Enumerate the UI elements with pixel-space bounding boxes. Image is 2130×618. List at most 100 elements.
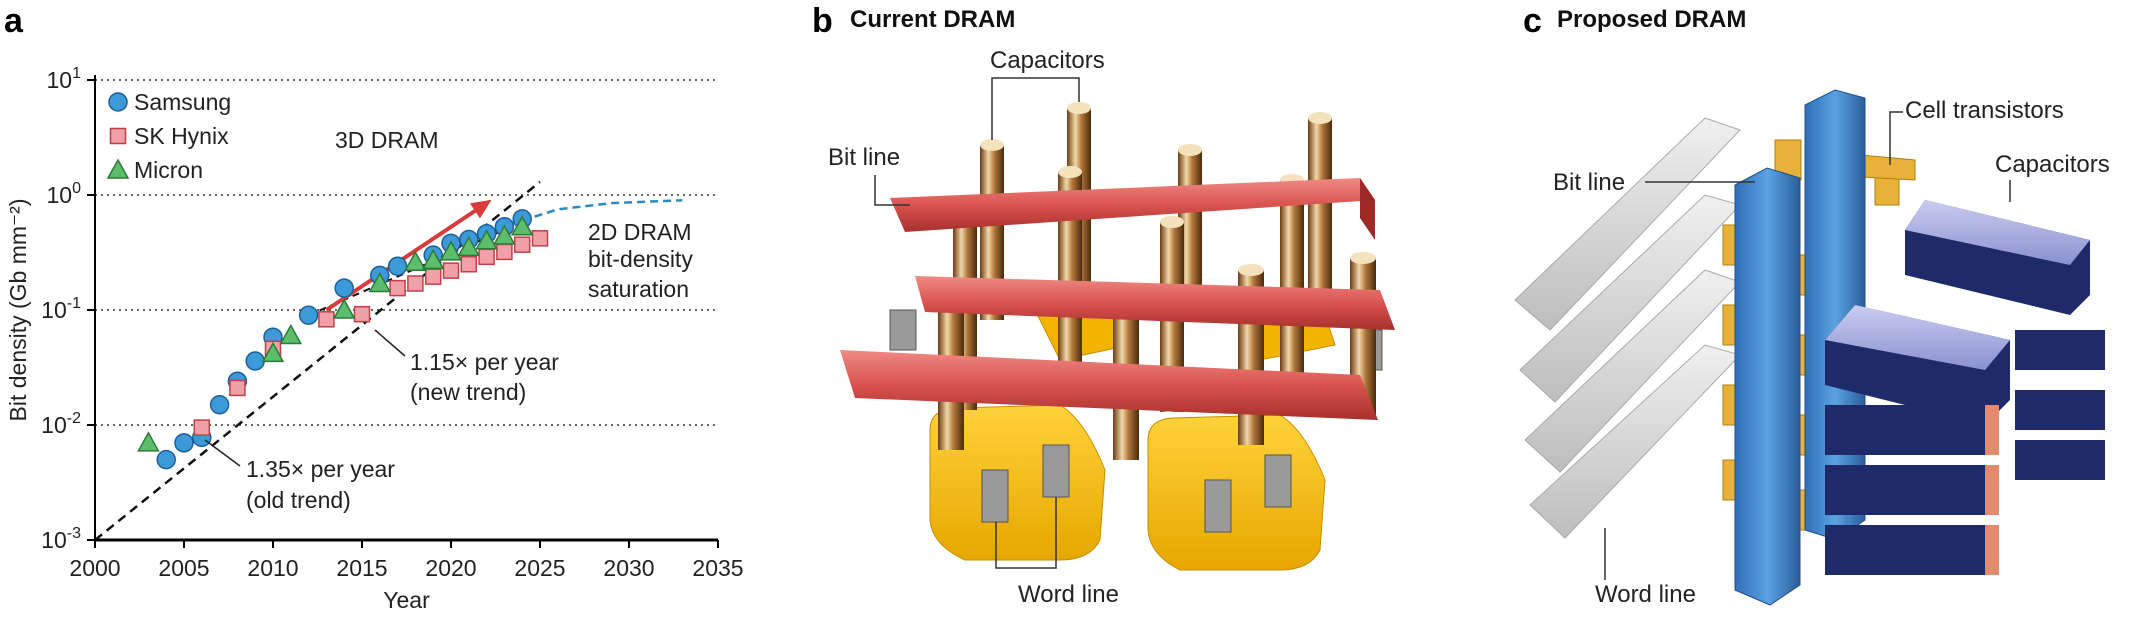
y-tick-base: 10	[47, 67, 73, 93]
panel-title-c: Proposed DRAM	[1557, 6, 1747, 33]
callout-bit-line: Bit line	[828, 144, 910, 206]
y-tick-label: 10-2	[41, 410, 81, 438]
samsung-point	[387, 256, 408, 277]
y-tick-exponent: 1	[72, 65, 81, 82]
old-trend-label: 1.35× per year	[246, 456, 395, 482]
y-tick-label: 10-1	[41, 295, 81, 323]
sk-hynix-point	[513, 236, 531, 253]
sk-hynix-point	[442, 262, 460, 279]
y-tick-exponent: -3	[67, 525, 81, 542]
sk-hynix-point	[478, 248, 495, 266]
y-tick-exponent: -1	[67, 295, 81, 312]
panel-c: c Proposed DRAM	[1505, 0, 2130, 613]
y-tick-base: 10	[41, 527, 67, 553]
3d-dram-arrow-line	[325, 201, 488, 312]
new-trend-label: (new trend)	[410, 379, 526, 405]
sk-hynix-point	[389, 279, 406, 297]
saturation-label: 2D DRAM	[588, 219, 692, 245]
proposed-dram-illustration: Cell transistors Capacitors Bit line Wor…	[1514, 89, 2110, 608]
x-tick-label: 2025	[514, 555, 565, 581]
saturation-curve	[521, 199, 683, 222]
x-tick-label: 2000	[69, 555, 120, 581]
y-tick-label: 101	[47, 65, 82, 93]
panel-b: b Current DRAM	[760, 0, 1505, 613]
y-tick-label: 10-3	[41, 525, 81, 553]
y-axis-title: Bit density (Gb mm⁻²)	[5, 198, 31, 421]
y-tick-base: 10	[47, 182, 73, 208]
samsung-point	[298, 305, 319, 326]
x-tick-label: 2005	[158, 555, 209, 581]
legend-marker-sk-hynix	[109, 127, 127, 145]
label-capacitors-c: Capacitors	[1995, 151, 2110, 178]
micron-point	[279, 323, 303, 345]
legend-marker-micron	[106, 158, 130, 179]
samsung-point	[174, 433, 194, 453]
label-word-line: Word line	[1018, 581, 1119, 608]
y-tick-exponent: 0	[72, 180, 81, 197]
sk-hynix-point	[496, 243, 513, 261]
label-bit-line-c: Bit line	[1553, 169, 1625, 196]
callout-capacitors-c: Capacitors	[1995, 151, 2110, 202]
word-line-bars	[1514, 117, 1741, 539]
micron-point	[510, 215, 534, 236]
legend-label: Micron	[134, 157, 203, 183]
x-axis-title: Year	[383, 587, 430, 613]
legend-label: SK Hynix	[134, 123, 229, 149]
legend-marker-samsung	[108, 92, 128, 112]
micron-point	[493, 224, 516, 245]
y-tick-base: 10	[41, 297, 67, 323]
micron-point	[421, 248, 445, 270]
callout-capacitors: Capacitors	[990, 47, 1105, 140]
micron-point	[475, 229, 498, 250]
sk-hynix-point	[353, 305, 371, 323]
samsung-point	[245, 351, 265, 371]
panel-letter-c: c	[1523, 2, 1542, 40]
panel-letter-b: b	[812, 2, 833, 40]
current-dram-illustration: Capacitors Bit line Word line	[828, 47, 1395, 608]
y-tick-base: 10	[41, 412, 67, 438]
3d-dram-arrow-head	[469, 199, 492, 219]
sk-hynix-point	[460, 255, 478, 273]
label-bit-line: Bit line	[828, 144, 900, 171]
micron-point	[332, 298, 356, 319]
samsung-point	[209, 394, 230, 415]
label-cell-transistors: Cell transistors	[1905, 97, 2064, 124]
samsung-point	[334, 278, 354, 298]
bit-line-bars	[840, 178, 1395, 420]
capacitor-blocks	[1825, 200, 2105, 575]
panel-letter-a: a	[4, 2, 23, 40]
sk-hynix-point	[318, 311, 335, 328]
sk-hynix-point	[193, 419, 211, 436]
callout-word-line-c: Word line	[1595, 528, 1696, 608]
x-tick-label: 2015	[336, 555, 387, 581]
micron-point	[404, 250, 427, 272]
callout-word-line: Word line	[995, 497, 1119, 608]
y-tick-exponent: -2	[67, 410, 81, 427]
new-trend-label: 1.15× per year	[410, 349, 559, 375]
micron-point	[261, 341, 285, 363]
micron-point	[137, 431, 160, 452]
sk-hynix-point	[229, 379, 246, 397]
saturation-label: saturation	[588, 276, 689, 302]
label-capacitors: Capacitors	[990, 47, 1105, 74]
callout-cell-transistors: Cell transistors	[1889, 97, 2064, 165]
micron-point	[457, 235, 481, 257]
label-word-line-c: Word line	[1595, 581, 1696, 608]
micron-point	[439, 240, 463, 261]
old-trend-line	[94, 180, 541, 541]
sk-hynix-point	[531, 230, 549, 247]
old-trend-label: (old trend)	[246, 487, 351, 513]
x-tick-label: 2010	[247, 555, 298, 581]
y-tick-label: 100	[47, 180, 82, 208]
new-trend-leader	[374, 329, 406, 357]
old-trend-leader	[204, 439, 241, 467]
saturation-label: bit-density	[588, 246, 693, 272]
sk-hynix-point	[407, 275, 424, 292]
panel-title-b: Current DRAM	[850, 6, 1016, 33]
x-tick-label: 2020	[425, 555, 476, 581]
sk-hynix-point	[424, 268, 442, 285]
x-tick-label: 2030	[603, 555, 654, 581]
callout-bit-line-c: Bit line	[1553, 169, 1755, 196]
